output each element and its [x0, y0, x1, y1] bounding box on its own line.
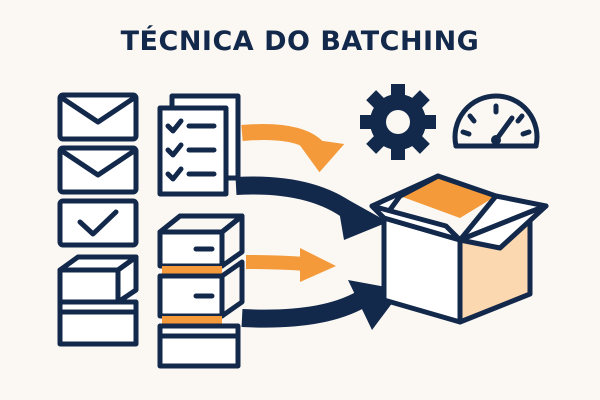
open-box-icon — [369, 173, 549, 325]
speedometer-icon — [452, 93, 540, 149]
orange-arrow-icon — [241, 124, 345, 173]
page-title: TÉCNICA DO BATCHING — [120, 26, 480, 57]
envelope-icon — [57, 92, 139, 142]
envelope-icon — [57, 145, 139, 195]
gear-icon — [360, 84, 436, 160]
box-stack-icon — [57, 254, 139, 347]
checklist-document-icon — [157, 93, 241, 197]
orange-arrow-icon — [245, 248, 336, 282]
navy-arrow-icon — [241, 280, 402, 330]
checked-envelope-icon — [57, 198, 139, 248]
box-stack-with-labels-icon — [157, 213, 245, 369]
navy-arrow-icon — [235, 176, 388, 240]
